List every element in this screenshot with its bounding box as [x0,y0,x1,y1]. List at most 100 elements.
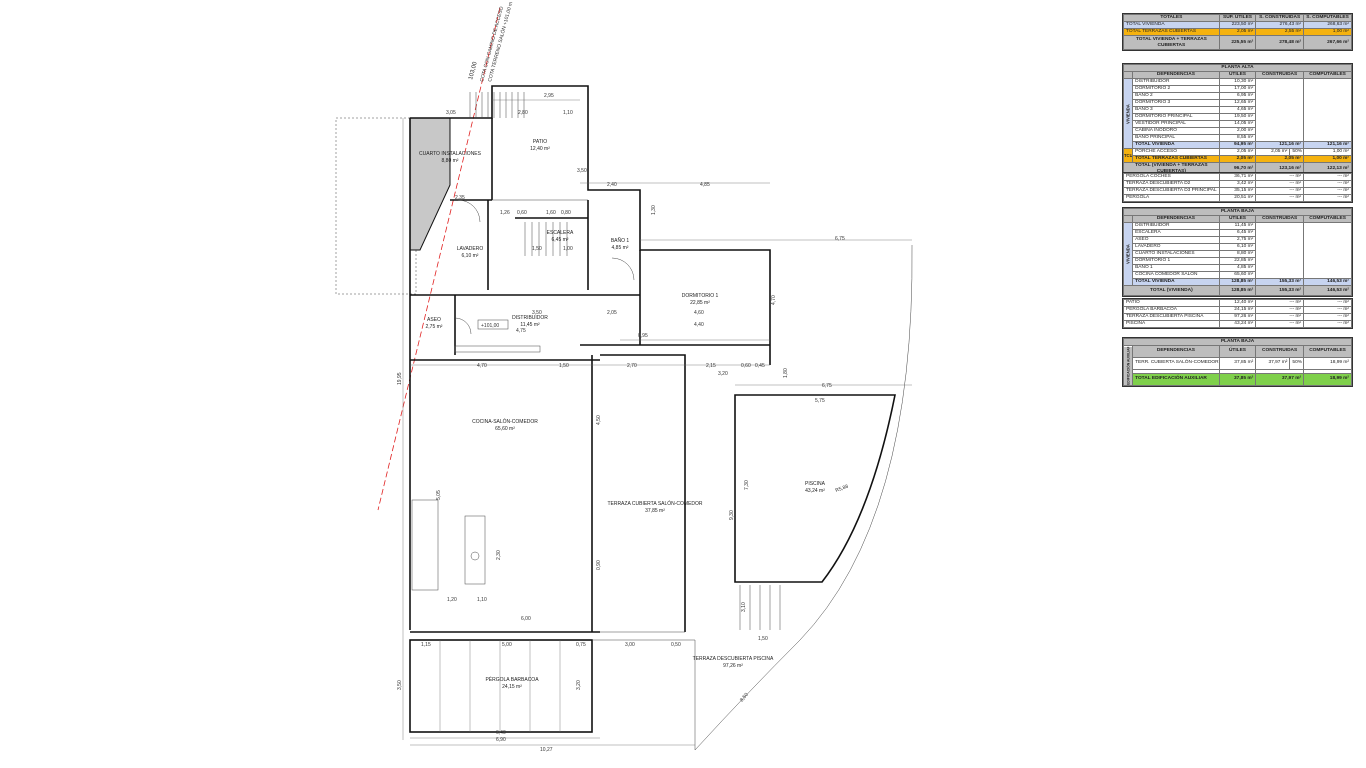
row-value: 225,55 m² [1218,35,1257,50]
row-value: 128,85 m² [1218,278,1257,286]
svg-text:10,27: 10,27 [540,747,553,753]
row-value: --- m² [1255,299,1305,307]
svg-text:4,60: 4,60 [694,310,704,316]
row-label: BAÑO 3 [1132,106,1220,114]
row-value: 4,85 m² [1218,264,1257,272]
row-value: 20,51 m² [1218,194,1257,202]
svg-text:0,60: 0,60 [517,210,527,216]
row-value: --- m² [1255,180,1305,188]
row-label: COCINA COMEDOR SALÓN [1132,271,1220,279]
row-label: DISTRIBUIDOR [1132,222,1220,230]
totals-header-row: TOTALES SUP. ÚTILES S. CONSTRUIDAS S. CO… [1123,14,1352,22]
svg-text:7,30: 7,30 [744,480,750,490]
planta-baja-table: PLANTA BAJA DEPENDENCIAS ÚTILES CONSTRUI… [1122,208,1352,296]
svg-text:COCINA-SALÓN-COMEDOR: COCINA-SALÓN-COMEDOR [472,418,538,425]
svg-text:9,30: 9,30 [729,510,735,520]
row-value: 36,71 m² [1218,173,1257,181]
table-row: TOTAL VIVIENDA + TERRAZAS CUBIERTAS 225,… [1123,35,1352,50]
row-value: 2,75 m² [1218,236,1257,244]
svg-text:6,90: 6,90 [496,737,506,743]
row-label: DORMITORIO 1 [1132,257,1220,265]
slope-note-level: 103,00 [468,61,479,81]
planta-baja-panel: PLANTA BAJA DEPENDENCIAS ÚTILES CONSTRUI… [1122,207,1353,297]
row-value: 1,00 m² [1303,155,1352,163]
row-value: --- m² [1255,320,1305,328]
row-value: --- m² [1303,320,1352,328]
planta-alta-table: PLANTA ALTA DEPENDENCIAS ÚTILES CONSTRUI… [1122,64,1352,176]
header-cell: ÚTILES [1218,215,1257,223]
row-value: 276,43 m² [1255,21,1305,29]
svg-text:2,95: 2,95 [544,93,554,99]
row-label: BAÑO 1 [1132,264,1220,272]
svg-text:PATIO: PATIO [533,139,547,145]
pergola-outline [409,639,593,733]
row-label: DISTRIBUIDOR [1132,78,1220,86]
svg-text:3,50: 3,50 [397,680,403,690]
row-value: 2,00 m² [1218,127,1257,135]
row-value: 155,33 m² [1255,278,1305,286]
row-value: --- m² [1303,313,1352,321]
row-value: 2,05 m² [1218,148,1257,156]
svg-text:BAÑO 1: BAÑO 1 [611,237,630,244]
door-swing [611,257,635,281]
svg-text:0,75: 0,75 [576,642,586,648]
svg-text:1,30: 1,30 [651,205,657,215]
svg-text:3,50: 3,50 [577,168,587,174]
svg-text:3,20: 3,20 [576,680,582,690]
svg-text:5,00: 5,00 [502,642,512,648]
row-value: 37,97 m² [1255,356,1291,370]
row-label: PATIO [1123,299,1220,307]
svg-text:1,50: 1,50 [758,636,768,642]
row-value: --- m² [1303,306,1352,314]
row-label: VESTIDOR PRINCIPAL [1132,120,1220,128]
header-cell: DEPENDENCIAS [1132,345,1220,358]
svg-text:1,50: 1,50 [559,363,569,369]
svg-text:2,75 m²: 2,75 m² [426,324,443,330]
row-value: 6,45 m² [1218,229,1257,237]
header-cell: COMPUTABLES [1303,71,1352,79]
svg-text:4,50: 4,50 [596,415,602,425]
totals-panel: TOTALES SUP. ÚTILES S. CONSTRUIDAS S. CO… [1122,13,1353,51]
row-value: 17,00 m² [1218,85,1257,93]
svg-text:43,24 m²: 43,24 m² [805,488,825,494]
svg-text:37,85 m²: 37,85 m² [645,508,665,514]
kitchen-island [464,515,486,585]
row-label: CUARTO INSTALACIONES [1132,250,1220,258]
header-cell: CONSTRUIDAS [1255,345,1305,358]
row-value: 12,40 m² [1218,299,1257,307]
auxiliar-table: PLANTA BAJA EDIFICACIÓN AUXILIAR DEPENDE… [1123,338,1352,386]
row-value: 18,99 m² [1303,356,1352,370]
table-title: PLANTA ALTA [1123,64,1352,72]
svg-text:4,85 m²: 4,85 m² [612,245,629,251]
pool-outline [734,394,896,583]
row-label: ESCALERA [1132,229,1220,237]
row-label: BAÑO 2 [1132,92,1220,100]
svg-text:8,80 m²: 8,80 m² [442,158,459,164]
row-value: 2,55 m² [1255,28,1305,36]
row-value: 6,95 m² [1218,92,1257,100]
row-value: --- m² [1255,306,1305,314]
row-label: TOTAL VIVIENDA [1132,141,1220,149]
hall-bench [454,345,541,353]
svg-text:4,75: 4,75 [516,328,526,334]
section-label: VIVIENDA [1123,222,1133,286]
row-label: LAVADERO [1132,243,1220,251]
header-cell: COMPUTABLES [1303,345,1352,358]
svg-text:0,45: 0,45 [755,363,765,369]
row-value: 128,85 m² [1218,285,1257,296]
row-value: 268,63 m² [1303,21,1352,29]
row-label: PÉRGOLA [1123,194,1220,202]
svg-text:4,70: 4,70 [477,363,487,369]
row-label: ASEO [1132,236,1220,244]
row-value: --- m² [1255,194,1305,202]
row-label: TERRAZA DESCUBIERTA D2 [1123,180,1220,188]
table-title: PLANTA BAJA [1123,208,1352,216]
